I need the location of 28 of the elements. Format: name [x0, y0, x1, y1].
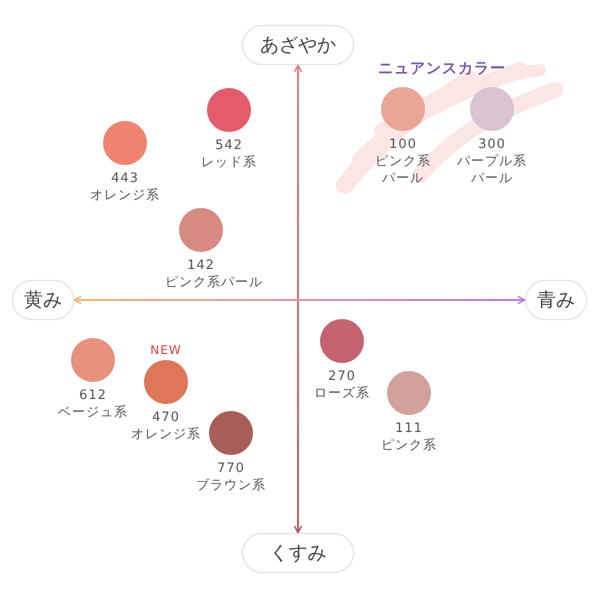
- shade-number: 111: [394, 421, 424, 437]
- axis-arrow: [73, 296, 526, 304]
- shade-name: ピンク系パール: [164, 274, 264, 291]
- axis-label: くすみ: [242, 533, 354, 573]
- shade-number: 770: [216, 461, 246, 477]
- shade-number: 443: [110, 171, 140, 187]
- shade-name: ローズ系: [313, 385, 371, 402]
- group-heading: ニュアンスカラー: [378, 59, 506, 78]
- shade-name: ピンク系: [380, 437, 438, 454]
- axis-label: 青み: [525, 280, 587, 320]
- shade-number: 542: [214, 138, 244, 154]
- shade-number: 142: [186, 258, 216, 274]
- axis-label: 黄み: [12, 280, 74, 320]
- shade-number: 612: [78, 388, 108, 404]
- shade-number: 270: [327, 369, 357, 385]
- shade-name: パープル系パール: [456, 153, 528, 187]
- shade-number: 300: [477, 137, 507, 153]
- axis-label: あざやか: [242, 25, 354, 65]
- shade-name: オレンジ系: [89, 187, 161, 204]
- shade-name: ブラウン系: [195, 477, 267, 494]
- shade-number: 470: [151, 410, 181, 426]
- shade-number: 100: [388, 137, 418, 153]
- axis-arrow: [294, 64, 302, 534]
- shade-name: レッド系: [200, 154, 258, 171]
- shade-name: ピンク系パール: [374, 153, 432, 187]
- shade-name: オレンジ系: [130, 426, 202, 443]
- shade-name: ベージュ系: [57, 404, 129, 421]
- new-badge-text: NEW: [149, 343, 183, 357]
